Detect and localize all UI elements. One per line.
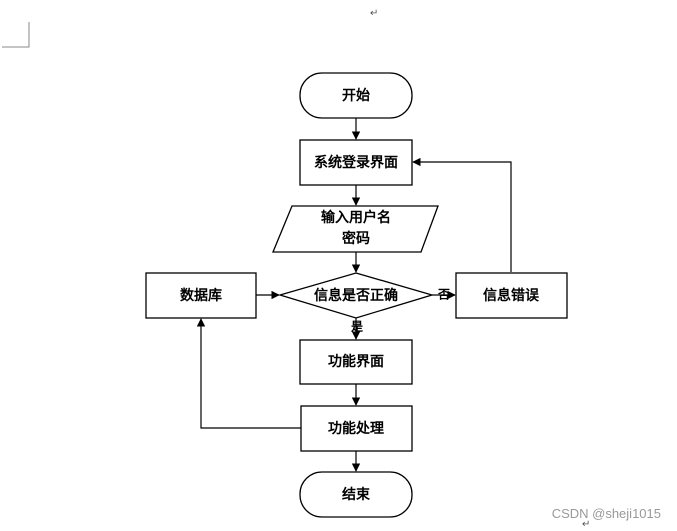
csdn-watermark: CSDN @sheji1015 [551,506,661,521]
input-label-line1: 输入用户名 [321,209,391,226]
login-screen-node: 系统登录界面 [299,139,413,186]
yes-label: 是 [350,320,364,334]
edge-error-to-login [412,157,512,272]
start-node: 开始 [299,72,413,119]
decision-node: 信息是否正确 [277,272,435,319]
function-screen-label: 功能界面 [328,353,384,370]
error-node: 信息错误 [455,272,568,319]
function-process-node: 功能处理 [300,405,413,452]
edge-process-to-database [196,318,301,429]
decision-label: 信息是否正确 [314,287,398,304]
database-label: 数据库 [180,287,222,304]
paragraph-mark-top: ↵ [370,8,378,19]
paragraph-mark-bottom: ↵ [582,519,590,530]
error-label: 信息错误 [483,287,540,304]
start-label: 开始 [342,87,370,104]
login-screen-label: 系统登录界面 [314,154,398,171]
page-corner-mark [2,22,30,48]
input-label-line2: 密码 [341,230,370,247]
input-node: 输入用户名 密码 [272,205,439,253]
end-node: 结束 [299,471,413,518]
no-label: 否 [437,288,450,302]
database-node: 数据库 [145,272,257,319]
function-process-label: 功能处理 [328,420,384,437]
end-label: 结束 [342,486,371,503]
function-screen-node: 功能界面 [299,339,413,385]
